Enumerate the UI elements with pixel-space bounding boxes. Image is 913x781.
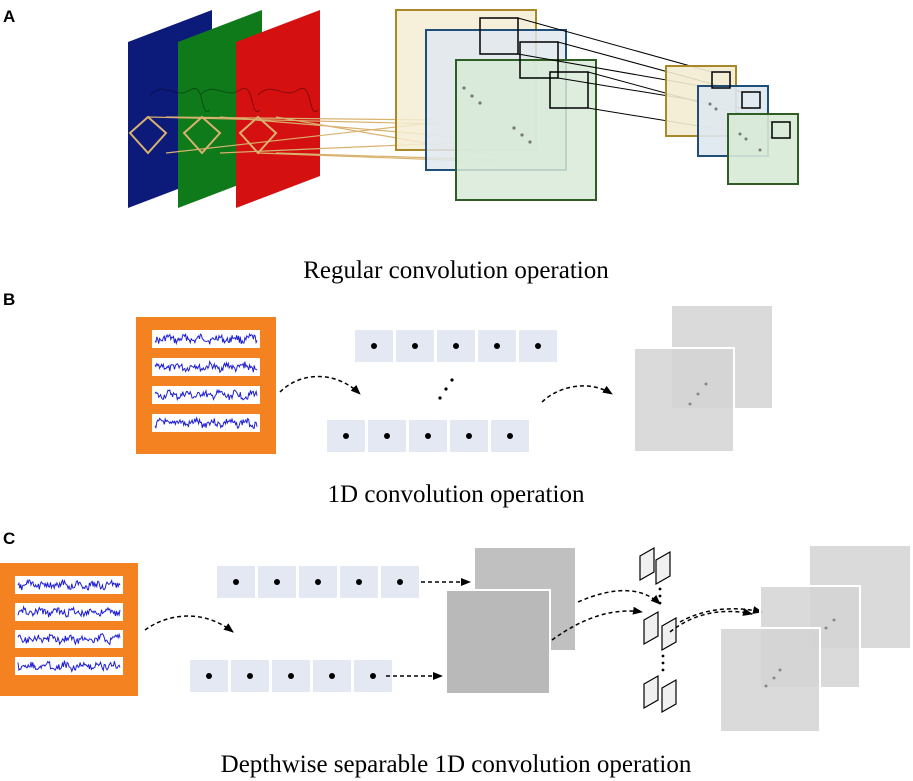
small-map-green	[727, 113, 799, 185]
panel-a: A	[3, 7, 799, 284]
ellipsis-dots-b	[438, 378, 454, 400]
panel-a-caption: Regular convolution operation	[303, 257, 609, 284]
signal-trace	[154, 332, 258, 346]
kernel-row-bottom-c	[190, 660, 392, 692]
feature-map-dots	[462, 86, 532, 144]
feature-map-green	[455, 59, 597, 201]
signal-trace	[154, 388, 258, 402]
kernel-row-top-b	[355, 330, 557, 362]
kernel-diamond-blue	[128, 115, 168, 155]
arrow-c-4	[577, 589, 661, 605]
signal-trace	[154, 359, 258, 374]
arrow-c-6	[669, 608, 753, 633]
panel-b: B	[3, 290, 772, 508]
small-window-1	[711, 71, 731, 89]
feature-maps-layer-1	[395, 9, 597, 201]
panel-b-caption: 1D convolution operation	[328, 481, 585, 508]
arrow-c-1	[144, 615, 234, 633]
depthwise-maps-c	[445, 548, 575, 695]
window-3	[549, 71, 589, 109]
panel-c-letter: C	[3, 529, 15, 548]
signal-waves-b	[154, 332, 258, 430]
signal-input-b	[136, 317, 276, 454]
output-maps-c	[719, 546, 910, 733]
arrow-b-1	[279, 375, 361, 395]
panel-b-letter: B	[3, 290, 15, 309]
kernel-row-bottom-b	[327, 420, 529, 452]
signal-trace	[154, 416, 258, 430]
signal-trace	[17, 660, 121, 673]
panel-c-caption: Depthwise separable 1D convolution opera…	[221, 751, 692, 778]
small-window-2	[741, 91, 761, 109]
small-map-dots	[708, 102, 762, 152]
signal-trace	[17, 578, 121, 591]
pointwise-kernels-c	[639, 546, 677, 714]
signal-input-c	[0, 563, 138, 696]
signal-waves-c	[17, 578, 121, 673]
arrow-c-7	[679, 606, 763, 623]
window-1	[479, 17, 519, 55]
signal-trace	[17, 632, 121, 646]
channel-texture	[149, 87, 319, 113]
small-window-3	[771, 121, 791, 139]
feature-maps-layer-2	[665, 65, 799, 185]
red-channel	[236, 10, 320, 208]
signal-trace	[17, 604, 121, 618]
panel-c: C	[0, 529, 910, 778]
kernel-diamond-green	[182, 115, 222, 155]
kernel-row-top-c	[217, 566, 419, 598]
arrow-b-2	[541, 385, 613, 403]
input-image-channels	[128, 10, 320, 208]
panel-a-letter: A	[3, 7, 15, 26]
output-maps-b	[633, 306, 772, 453]
window-2	[519, 41, 559, 79]
